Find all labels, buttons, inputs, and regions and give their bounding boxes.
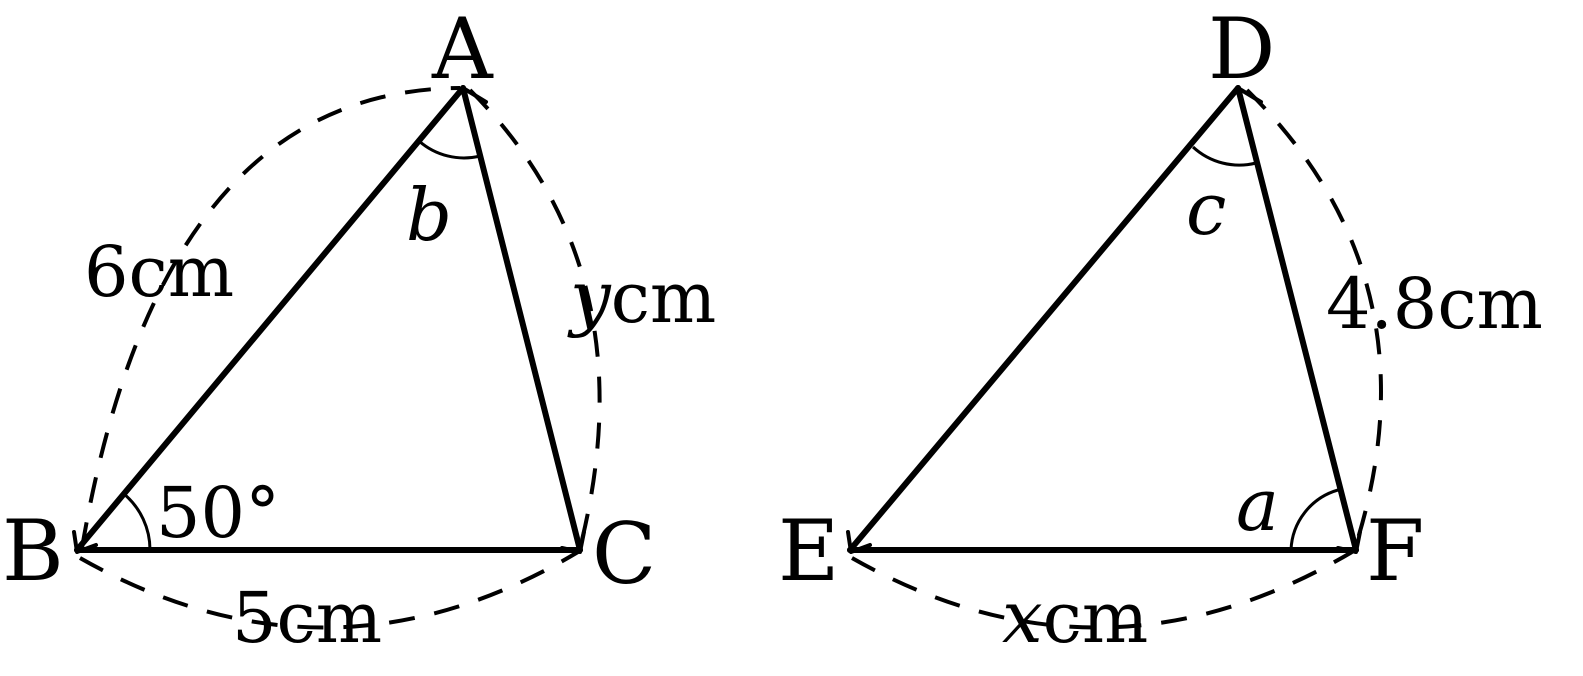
vertex-label-a: A [431,0,494,98]
angle-label-b: 50° [156,472,280,554]
side-label-df: 4.8cm [1326,263,1543,345]
arc-ac [468,88,602,549]
triangle-abc: A B C 6cm 5cm ycm 50° b [2,0,716,659]
side-label-ac-var: y [567,255,612,339]
side-de [847,85,1241,553]
angle-label-a: b [406,173,452,257]
vertex-label-e: E [778,502,839,600]
side-label-ab: 6cm [84,231,234,313]
arrowhead-f [1336,530,1362,554]
side-ac [460,85,583,553]
angle-arc-a [418,139,481,160]
side-ab [74,85,466,553]
side-label-ac-unit: cm [611,257,717,339]
arrowhead-c [560,530,586,554]
side-label-ac: ycm [567,255,716,339]
vertex-label-f: F [1366,502,1424,600]
arrowhead-d [1236,86,1263,110]
angle-arc-b [123,492,152,551]
arrowhead-e [846,530,872,554]
arrowhead-b [72,530,98,554]
side-label-ef: xcm [1002,575,1148,659]
arc-ab [80,86,461,549]
arc-df [1245,88,1383,549]
vertex-label-b: B [2,502,64,600]
side-label-bc: 5cm [232,577,382,659]
angle-label-d: c [1186,167,1226,251]
angle-arc-f [1289,488,1339,551]
side-label-ef-var: x [1002,575,1043,659]
side-df [1235,85,1359,553]
vertex-label-d: D [1208,0,1275,98]
vertex-label-c: C [592,505,656,603]
angle-label-f: a [1236,463,1279,547]
angle-arc-d [1191,145,1257,167]
arrowhead-a [461,86,488,110]
triangle-def: D E F 4.8cm xcm c a [778,0,1543,659]
side-label-ef-unit: cm [1043,577,1149,659]
